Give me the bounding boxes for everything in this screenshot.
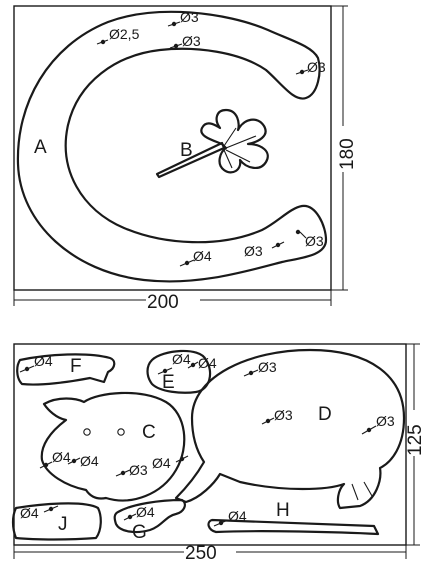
hole-marker: Ø4: [123, 504, 155, 521]
hole-label: Ø3: [244, 243, 263, 259]
hole-label: Ø3: [305, 233, 324, 249]
hole-label: Ø4: [52, 449, 71, 465]
part-label-a: A: [34, 137, 47, 158]
hole-marker: Ø3: [361, 413, 395, 435]
top-width-dimension: 200: [13, 290, 332, 313]
hole-label: Ø4: [136, 504, 155, 520]
hole-label: Ø2,5: [109, 26, 140, 42]
top-width-label: 200: [147, 292, 179, 313]
hole-label: Ø4: [34, 353, 53, 369]
hole-label: Ø4: [172, 351, 191, 367]
hole-label: Ø3: [180, 9, 199, 25]
part-label-f: F: [70, 356, 82, 377]
hole-marker: Ø4: [187, 355, 217, 371]
hole-marker: Ø3: [167, 9, 199, 27]
hole-marker: Ø4: [213, 508, 247, 527]
hole-marker: Ø4: [19, 353, 53, 373]
bottom-height-dimension: 125: [405, 343, 421, 546]
hole-marker: Ø4: [157, 351, 191, 375]
hole-marker: Ø4: [20, 505, 59, 521]
hole-label: Ø4: [193, 248, 212, 264]
part-d-pig-body: [174, 348, 406, 510]
hole-marker: Ø3: [243, 359, 277, 377]
part-label-e: E: [162, 372, 175, 393]
hole-marker: Ø2,5: [96, 26, 140, 45]
bottom-height-label: 125: [405, 424, 421, 456]
hole-label: Ø4: [228, 508, 247, 524]
clover-part-b: [155, 108, 269, 179]
part-label-c: C: [142, 422, 156, 443]
top-height-dimension: 180: [331, 5, 358, 291]
hole-label: Ø4: [20, 505, 39, 521]
hole-marker: Ø3: [244, 241, 285, 259]
hole-marker: Ø4: [179, 248, 212, 267]
top-height-label: 180: [337, 138, 358, 170]
hole-marker: Ø3: [295, 59, 326, 75]
bottom-sheet-holes: Ø4 Ø4 Ø4 Ø3 Ø3: [19, 351, 395, 527]
bottom-width-dimension: 250: [13, 543, 407, 563]
hole-label: Ø3: [274, 407, 293, 423]
hole-label: Ø3: [307, 59, 326, 75]
part-label-j: J: [58, 514, 68, 535]
horseshoe-part-a: [16, 10, 328, 283]
hole-label: Ø4: [80, 453, 99, 469]
hole-marker: Ø3: [115, 462, 148, 478]
hole-label: Ø3: [258, 359, 277, 375]
hole-label: Ø3: [376, 413, 395, 429]
bottom-sheet-frame: [13, 343, 407, 546]
hole-label: Ø3: [129, 462, 148, 478]
hole-marker: Ø4: [39, 449, 71, 469]
top-sheet-frame: [13, 5, 332, 291]
hole-marker: Ø4: [67, 453, 99, 469]
part-label-b: B: [180, 140, 193, 161]
top-sheet: Ø2,5 Ø3 Ø3 Ø3 Ø3: [13, 5, 358, 313]
part-e: [146, 349, 212, 394]
hole-marker: Ø3: [295, 229, 324, 249]
hole-label: Ø4: [152, 455, 171, 471]
hole-marker: Ø4: [152, 455, 189, 471]
hole-marker: Ø3: [261, 407, 293, 425]
bottom-sheet: Ø4 Ø4 Ø4 Ø3 Ø3: [11, 343, 421, 563]
part-h: [207, 518, 380, 536]
hole-label: Ø3: [182, 33, 201, 49]
part-c-pig-head: [40, 391, 186, 502]
part-label-d: D: [318, 404, 332, 425]
part-f: [16, 353, 116, 386]
part-g: [113, 498, 186, 534]
bottom-width-label: 250: [185, 543, 217, 563]
part-j: [11, 502, 102, 541]
part-label-h: H: [276, 500, 290, 521]
top-sheet-holes: Ø2,5 Ø3 Ø3 Ø3 Ø3: [96, 9, 326, 267]
part-label-g: G: [132, 522, 147, 543]
hole-marker: Ø3: [169, 33, 201, 49]
hole-label: Ø4: [198, 355, 217, 371]
